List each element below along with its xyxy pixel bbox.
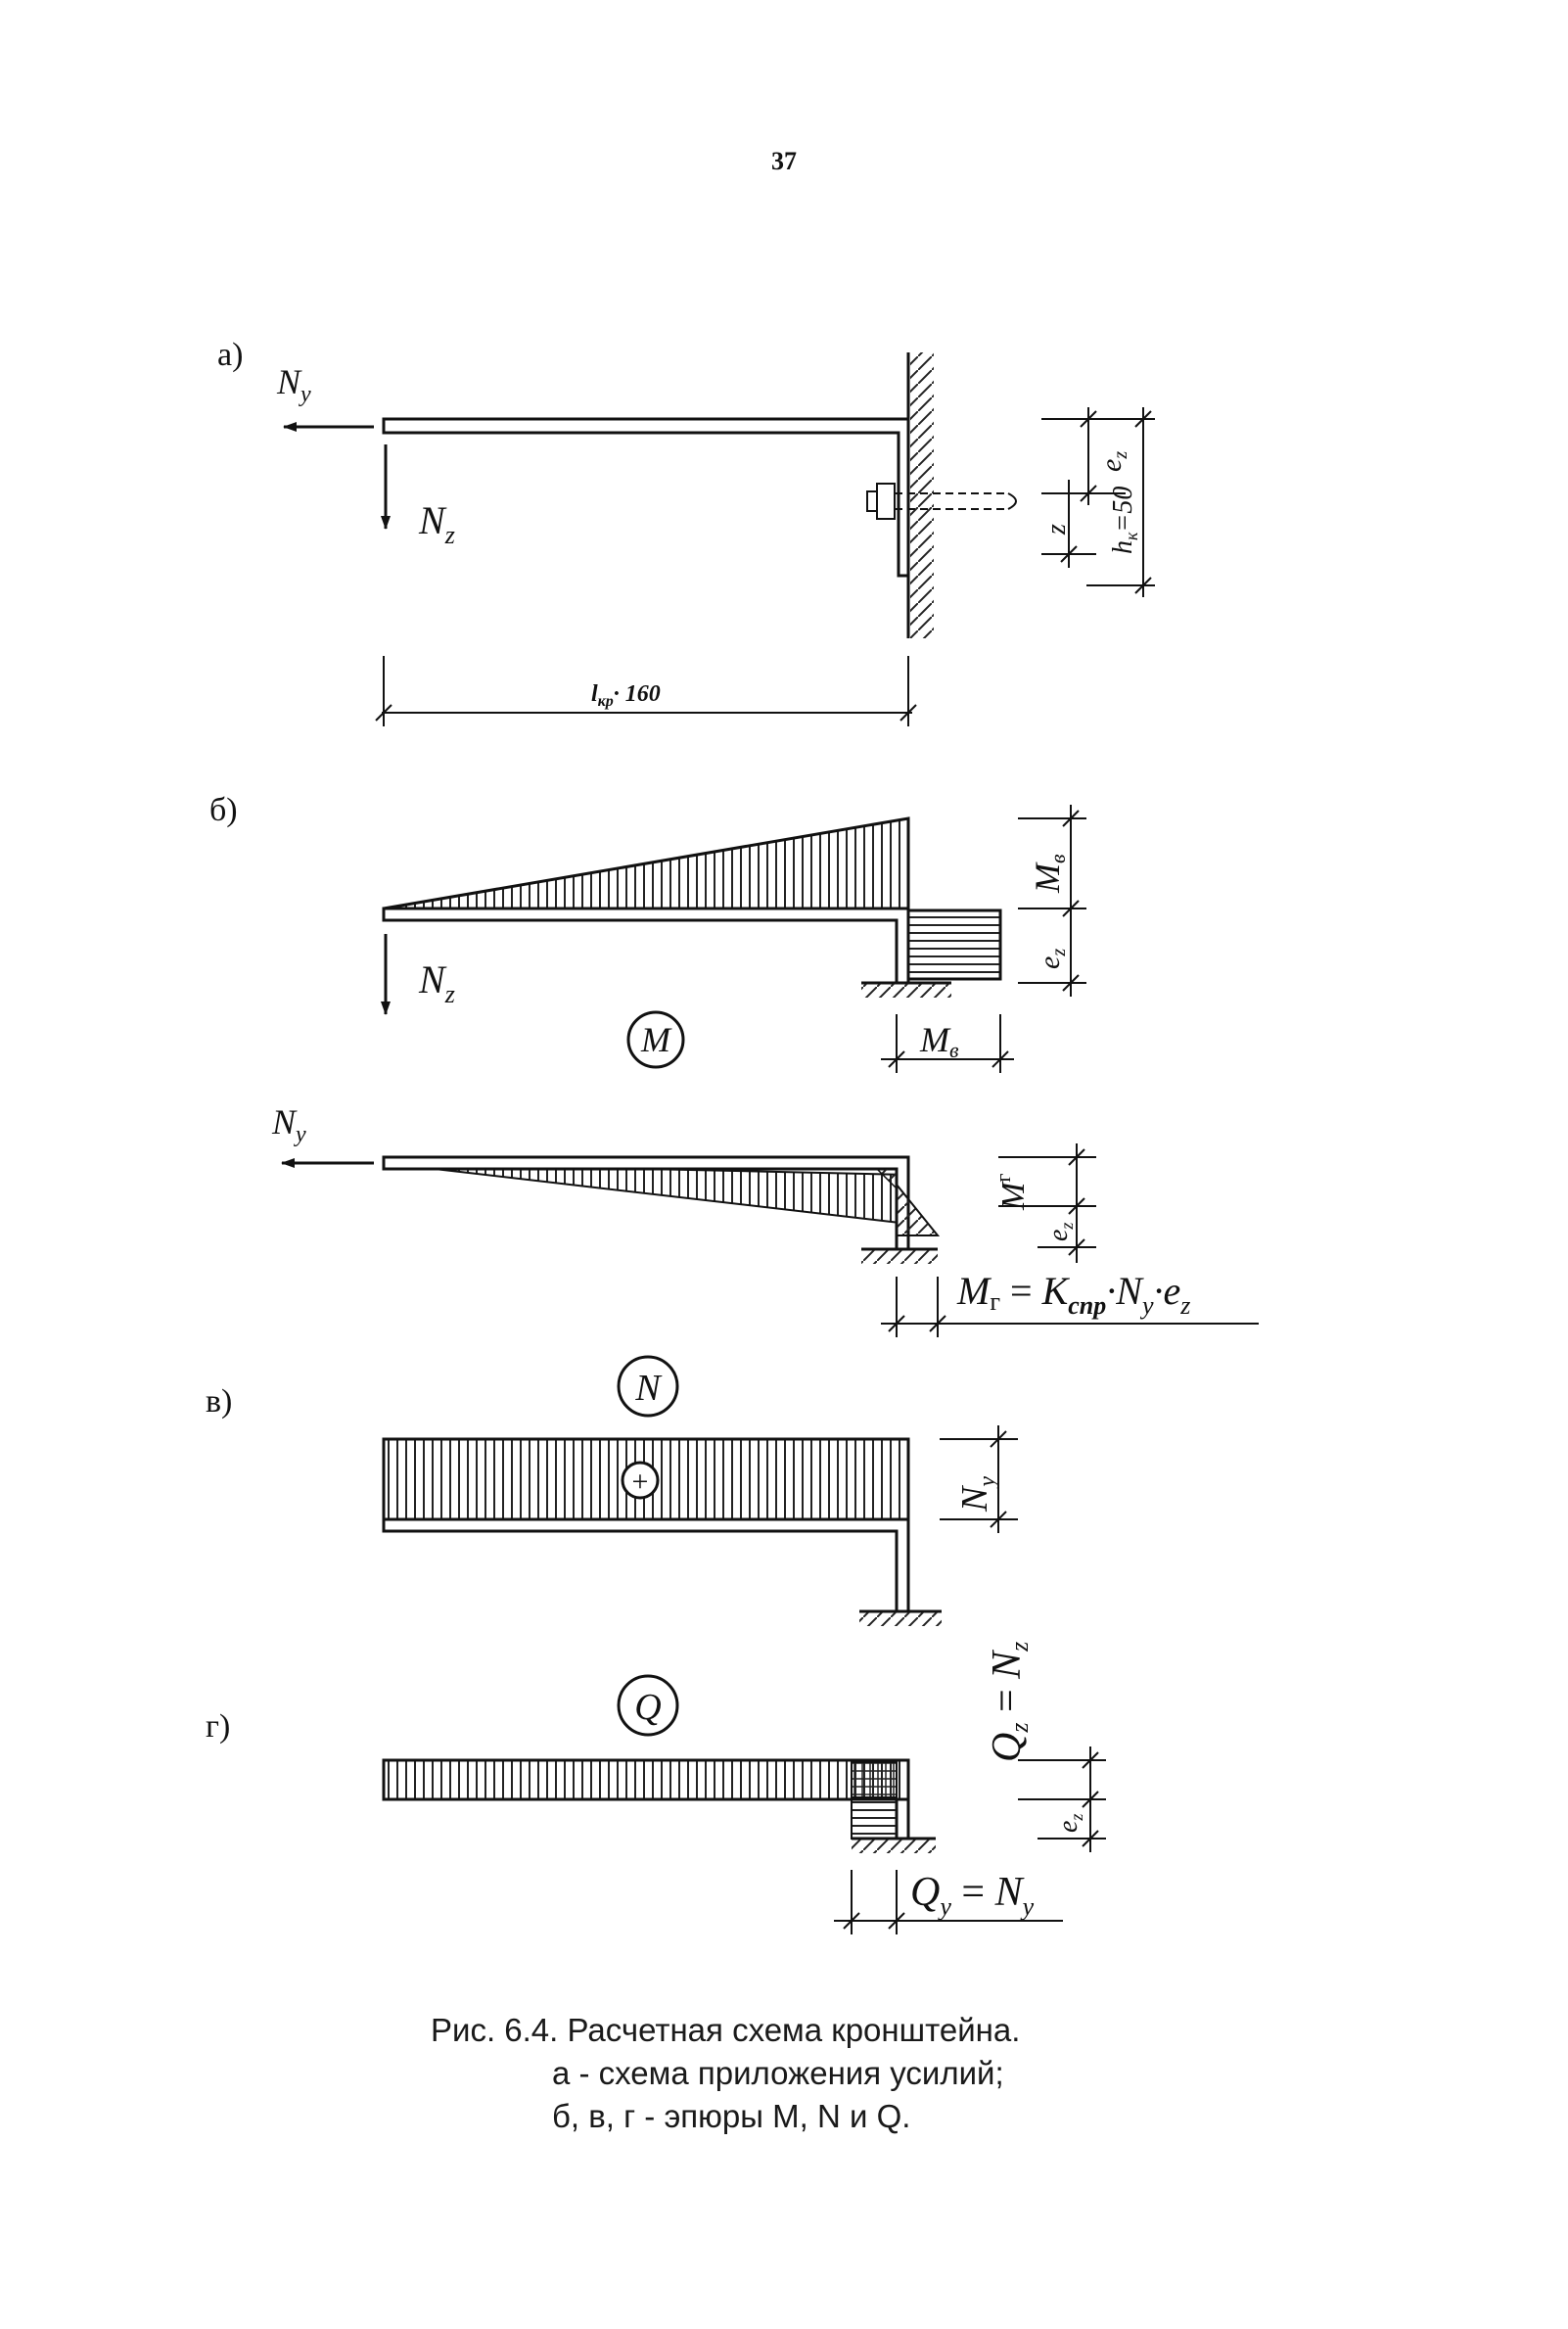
panel-v-circle-label: N xyxy=(634,1368,663,1409)
panel-a-right-dimensions xyxy=(1041,407,1155,597)
panel-a: а) Ny Nz xyxy=(217,337,1155,726)
panel-b-dim-ez-2: ez xyxy=(1043,1223,1077,1241)
panel-v-dim-ny: Ny xyxy=(954,1476,1000,1513)
panel-v-plus-circle xyxy=(621,1461,660,1500)
panel-b-formula: Mг = Kcnp·Ny·ez xyxy=(956,1269,1190,1320)
panel-b-dim-ez: ez xyxy=(1034,949,1070,969)
panel-g-circle-label: Q xyxy=(634,1687,661,1728)
panel-b-support-2 xyxy=(861,1247,938,1264)
panel-a-force-z-label: Nz xyxy=(418,498,455,549)
caption-line-1: Рис. 6.4. Расчетная схема кронштейна. xyxy=(431,2012,1021,2048)
panel-g-corner-grid xyxy=(851,1761,898,1798)
panel-a-length-dimension xyxy=(375,656,917,726)
panel-a-force-y-label: Ny xyxy=(276,362,311,407)
panel-g-support xyxy=(852,1837,936,1853)
panel-b-right-dimensions xyxy=(1018,805,1086,997)
panel-a-dim-hk: hк=50 xyxy=(1108,487,1141,554)
caption-line-3: б, в, г - эпюры M, N и Q. xyxy=(552,2098,911,2134)
panel-v-support xyxy=(859,1609,942,1626)
panel-b-moment-diagram-2 xyxy=(383,1162,909,1226)
panel-a-bolt xyxy=(866,483,1017,520)
panel-b-force-y-label: Ny xyxy=(271,1102,306,1147)
panel-b-bottom-dimension xyxy=(881,1014,1014,1073)
panel-v-plus-sign: + xyxy=(632,1466,649,1498)
panel-b-formula-dimension xyxy=(881,1277,1259,1337)
panel-b-label: б) xyxy=(209,792,238,828)
panel-a-dim-z: z xyxy=(1041,524,1072,536)
panel-v-bracket xyxy=(382,1517,910,1613)
panel-v: в) N + Ny xyxy=(206,1355,1018,1626)
panel-b-moment-vertical xyxy=(906,908,1002,981)
panel-b-dim-mv-bottom: Mв xyxy=(919,1020,959,1062)
panel-a-dim-length: lкр· 160 xyxy=(591,681,661,710)
panel-b: б) Nz M Mв ez xyxy=(209,792,1259,1337)
panel-g-circle xyxy=(617,1674,679,1737)
panel-b-dim-mg: Mг xyxy=(991,1174,1032,1211)
panel-g-shear-vertical xyxy=(851,1798,898,1840)
panel-v-right-dimension xyxy=(940,1425,1018,1533)
panel-v-label: в) xyxy=(206,1383,232,1420)
panel-a-bracket xyxy=(382,417,910,578)
panel-g-bracket-leg xyxy=(895,1799,910,1840)
figure-caption: Рис. 6.4. Расчетная схема кронштейна. а … xyxy=(431,2009,1020,2138)
panel-v-circle xyxy=(617,1355,679,1418)
panel-b-corner-hatch xyxy=(875,1168,898,1190)
panel-g-shear-diagram xyxy=(382,1758,910,1801)
panel-b-force-z-label: Nz xyxy=(418,957,455,1008)
panel-g: г) Q Qz = Nz ez Qy = Ny xyxy=(206,1642,1106,1934)
panel-b-dim-mv: Mв xyxy=(1028,854,1070,894)
panel-b-mg-dimensions xyxy=(998,1143,1096,1263)
panel-g-dim-ez: ez xyxy=(1053,1814,1086,1833)
panel-b-circle xyxy=(626,1010,685,1069)
panel-a-label: а) xyxy=(217,337,243,373)
panel-g-right-dimension xyxy=(1018,1747,1106,1852)
page-number: 37 xyxy=(771,147,797,175)
caption-line-2: а - схема приложения усилий; xyxy=(552,2055,1004,2091)
panel-g-label: г) xyxy=(206,1708,230,1745)
panel-g-qz-formula: Qz = Nz xyxy=(985,1642,1034,1762)
panel-b-bracket xyxy=(382,907,910,985)
panel-a-wall-hatch xyxy=(910,352,934,638)
panel-b-circle-label: M xyxy=(640,1020,672,1059)
panel-a-dim-ez: ez xyxy=(1095,451,1131,472)
panel-b-support xyxy=(861,981,951,998)
panel-b-moment-diagram xyxy=(383,816,910,910)
panel-b-moment-vertical-2 xyxy=(896,1182,941,1236)
panel-g-qy-formula: Qy = Ny xyxy=(910,1870,1035,1921)
panel-g-bottom-dimension xyxy=(834,1870,1063,1934)
